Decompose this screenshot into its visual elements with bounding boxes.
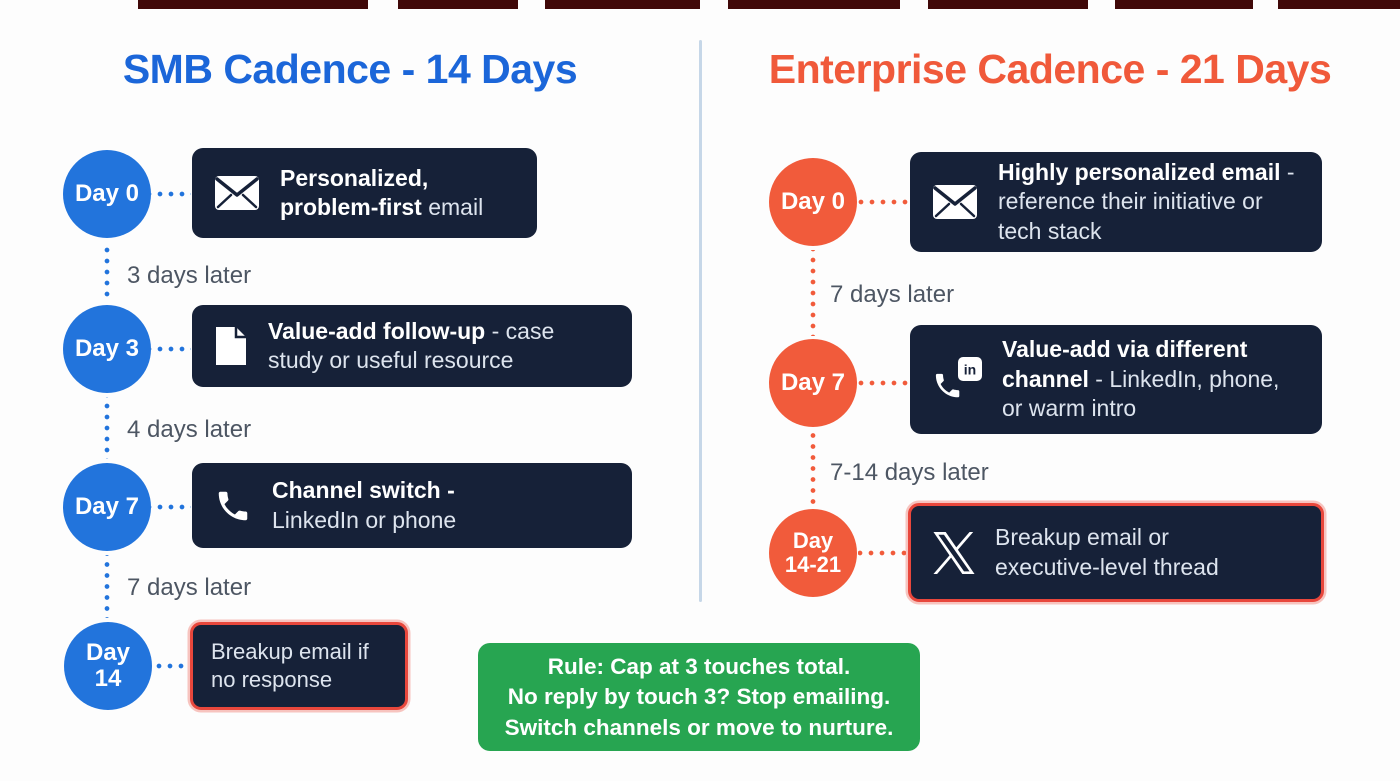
step-text: Breakup email or executive-level thread xyxy=(995,523,1250,582)
smb-step-card-1: Value-add follow-up - case study or usef… xyxy=(192,305,632,387)
dotted-connector xyxy=(810,250,816,336)
linkedin-phone-icon: in xyxy=(932,356,982,403)
day-label: Day 7 xyxy=(74,493,140,521)
document-icon xyxy=(214,325,248,367)
smb-title: SMB Cadence - 14 Days xyxy=(122,46,578,92)
top-strip-segment xyxy=(545,0,700,9)
smb-day-3-marker: Day 3 xyxy=(63,305,151,393)
dotted-connector xyxy=(151,346,191,352)
top-strip-segment xyxy=(1278,0,1400,9)
smb-day-7-marker: Day 7 xyxy=(63,463,151,551)
ent-day-0-marker: Day 0 xyxy=(769,158,857,246)
gap-label: 7-14 days later xyxy=(830,459,989,486)
rule-box: Rule: Cap at 3 touches total. No reply b… xyxy=(478,643,920,751)
top-strip-segment xyxy=(398,0,518,9)
dotted-connector xyxy=(151,191,191,197)
smb-step-card-3: Breakup email if no response xyxy=(190,622,408,710)
dotted-connector xyxy=(858,380,908,386)
step-text: Channel switch - LinkedIn or phone xyxy=(272,476,497,535)
dotted-connector xyxy=(152,663,188,669)
rule-line-2: No reply by touch 3? Stop emailing. xyxy=(507,684,891,710)
day-label: Day 7 xyxy=(780,369,846,397)
dotted-connector xyxy=(104,242,110,302)
dotted-connector xyxy=(104,555,110,618)
smb-step-card-2: Channel switch - LinkedIn or phone xyxy=(192,463,632,548)
step-text: Breakup email if no response xyxy=(211,638,381,694)
rule-line-1: Rule: Cap at 3 touches total. xyxy=(547,653,851,679)
top-strip-segment xyxy=(728,0,900,9)
step-text: Value-add via different channel - Linked… xyxy=(1002,335,1300,423)
step-text: Highly personalized email - reference th… xyxy=(998,158,1300,246)
step-text-rest: email xyxy=(421,194,484,220)
step-text-bold: Highly personalized email xyxy=(998,158,1281,185)
top-strip-segment xyxy=(1115,0,1253,9)
step-text-rest: LinkedIn or phone xyxy=(272,506,457,533)
dotted-connector xyxy=(858,199,908,205)
day-label: Day xyxy=(792,528,834,554)
gap-label: 4 days later xyxy=(127,416,252,443)
step-text-rest: Breakup email or executive-level thread xyxy=(995,524,1219,580)
day-label: Day xyxy=(85,639,131,667)
step-text-bold: Value-add follow-up xyxy=(268,317,486,344)
step-text-bold: Channel switch - xyxy=(272,477,455,504)
step-text-bold: Value-add via different channel xyxy=(1002,336,1248,392)
svg-text:in: in xyxy=(964,361,976,377)
step-text-rest: - reference their initiative or tech sta… xyxy=(998,158,1295,244)
enterprise-title: Enterprise Cadence - 21 Days xyxy=(768,46,1332,92)
smb-day-0-marker: Day 0 xyxy=(63,150,151,238)
ent-step-card-1: in Value-add via different channel - Lin… xyxy=(910,325,1322,434)
phone-icon xyxy=(214,487,252,525)
gap-label: 7 days later xyxy=(127,574,252,601)
step-text-bold: Personalized, problem-first xyxy=(280,164,429,220)
step-text-rest: - LinkedIn, phone, or warm intro xyxy=(1002,365,1280,422)
gap-label: 7 days later xyxy=(830,281,955,308)
smb-step-card-0: Personalized, problem-first email xyxy=(192,148,537,238)
ent-step-card-0: Highly personalized email - reference th… xyxy=(910,152,1322,252)
day-label: Day 0 xyxy=(780,188,846,216)
envelope-icon xyxy=(932,184,978,220)
dotted-connector xyxy=(151,504,191,510)
day-label: 14-21 xyxy=(784,552,842,577)
rule-line-3: Switch channels or move to nurture. xyxy=(504,714,894,740)
step-text-rest: Breakup email if no response xyxy=(211,638,369,692)
envelope-icon xyxy=(214,175,260,211)
ent-step-card-2: Breakup email or executive-level thread xyxy=(908,503,1324,602)
ent-day-14-21-marker: Day 14-21 xyxy=(769,509,857,597)
ent-day-7-marker: Day 7 xyxy=(769,339,857,427)
day-label: Day 3 xyxy=(74,335,140,363)
top-strip-segment xyxy=(138,0,368,9)
dotted-connector xyxy=(104,397,110,459)
day-label: Day 0 xyxy=(74,180,140,208)
step-text-rest: - case study or useful resource xyxy=(268,317,555,373)
step-text: Value-add follow-up - case study or usef… xyxy=(268,317,610,376)
day-label: 14 xyxy=(94,665,122,692)
dotted-connector xyxy=(810,431,816,506)
column-divider xyxy=(699,40,702,602)
gap-label: 3 days later xyxy=(127,262,252,289)
top-strip-segment xyxy=(928,0,1088,9)
dotted-connector xyxy=(858,550,906,556)
step-text: Personalized, problem-first email xyxy=(280,164,515,223)
smb-day-14-marker: Day 14 xyxy=(64,622,152,710)
x-icon xyxy=(933,531,975,574)
